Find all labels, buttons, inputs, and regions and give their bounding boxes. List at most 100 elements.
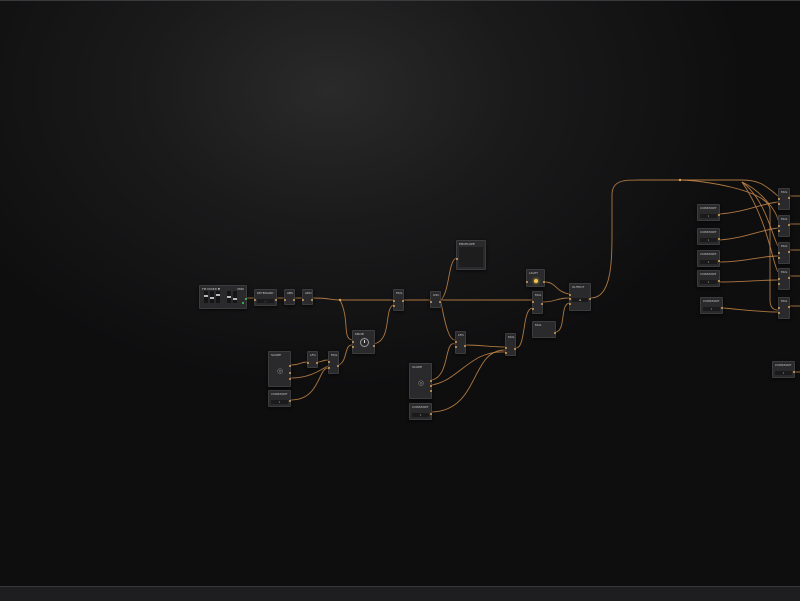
mixer-slider[interactable] [227, 291, 231, 303]
node-mul-m5[interactable]: MUL [778, 297, 790, 319]
input-port[interactable] [569, 303, 571, 305]
output-port[interactable] [464, 345, 466, 347]
input-port[interactable] [778, 278, 780, 280]
input-port[interactable] [302, 299, 304, 301]
output-port[interactable] [289, 372, 291, 374]
output-port[interactable] [718, 280, 720, 282]
output-port[interactable] [541, 303, 543, 305]
output-port[interactable] [788, 306, 790, 308]
input-port[interactable] [569, 294, 571, 296]
input-port[interactable] [455, 341, 457, 343]
mixer-slider[interactable] [210, 291, 214, 303]
node-constant-c2[interactable]: CONSTANT 1 [697, 228, 720, 245]
input-port[interactable] [532, 308, 534, 310]
output-port[interactable] [788, 224, 790, 226]
input-port[interactable] [307, 362, 309, 364]
output-port[interactable] [430, 380, 432, 382]
output-port[interactable] [543, 281, 545, 283]
mixer-slider[interactable] [216, 291, 220, 303]
node-constant-c5[interactable]: CONSTANT 1 [700, 297, 723, 314]
input-port[interactable] [778, 225, 780, 227]
node-mul-f[interactable]: MUL [532, 291, 543, 314]
node-osc[interactable]: OSC [430, 291, 441, 308]
node-scope-b[interactable]: SCOPE ◎ [409, 363, 432, 399]
node-constant-c6[interactable]: CONSTANT 1 [772, 361, 795, 378]
node-mul-m4[interactable]: MUL [778, 268, 790, 290]
midi-port[interactable] [245, 298, 247, 300]
output-port[interactable] [316, 362, 318, 364]
output-port[interactable] [721, 307, 723, 309]
output-port[interactable] [289, 400, 291, 402]
input-port[interactable] [778, 198, 780, 200]
node-scope-a[interactable]: SCOPE ◎ [268, 351, 291, 387]
input-port[interactable] [778, 283, 780, 285]
input-port[interactable] [352, 346, 354, 348]
output-port[interactable] [289, 365, 291, 367]
input-port[interactable] [284, 299, 286, 301]
input-port[interactable] [526, 281, 528, 283]
node-math-b[interactable]: ADD [302, 289, 313, 305]
output-port[interactable] [430, 390, 432, 392]
knob-dial[interactable] [360, 338, 369, 347]
mixer-slider[interactable] [204, 291, 208, 303]
input-port[interactable] [456, 258, 458, 260]
node-mul-c[interactable]: MUL [328, 351, 339, 374]
node-math-a[interactable]: ABS [284, 289, 295, 305]
input-port[interactable] [393, 305, 395, 307]
output-port[interactable] [514, 348, 516, 350]
input-port[interactable] [328, 367, 330, 369]
output-port[interactable] [788, 251, 790, 253]
output-port[interactable] [718, 260, 720, 262]
node-mul-m3[interactable]: MUL [778, 242, 790, 264]
output-port[interactable] [311, 299, 313, 301]
node-knob[interactable]: KNOB [352, 330, 375, 354]
output-port[interactable] [402, 300, 404, 302]
output-port[interactable] [788, 277, 790, 279]
input-port[interactable] [778, 230, 780, 232]
input-port[interactable] [393, 300, 395, 302]
output-port[interactable] [289, 378, 291, 380]
input-port[interactable] [532, 301, 534, 303]
node-mul-d[interactable]: MUL [505, 333, 516, 356]
node-keyboard[interactable]: KEYBOARD ◌ [254, 289, 277, 306]
mixer-slider[interactable] [233, 291, 237, 303]
input-port[interactable] [328, 361, 330, 363]
input-port[interactable] [569, 298, 571, 300]
node-light[interactable]: LIGHT [526, 269, 545, 287]
input-port[interactable] [778, 257, 780, 259]
node-mul-m2[interactable]: MUL [778, 215, 790, 237]
input-port[interactable] [778, 203, 780, 205]
output-port[interactable] [439, 301, 441, 303]
output-port[interactable] [337, 365, 339, 367]
node-constant-a[interactable]: CONSTANT 1 [268, 390, 291, 407]
output-port[interactable] [788, 197, 790, 199]
output-port[interactable] [373, 345, 375, 347]
node-mul-m1[interactable]: MUL [778, 188, 790, 210]
input-port[interactable] [430, 301, 432, 303]
output-port[interactable] [718, 214, 720, 216]
input-port[interactable] [352, 341, 354, 343]
output-port[interactable] [430, 385, 432, 387]
input-port[interactable] [254, 299, 256, 301]
node-output[interactable]: OUTPUT ▪ [569, 283, 591, 311]
input-port[interactable] [455, 346, 457, 348]
node-lfo-b[interactable]: LFO [455, 331, 466, 354]
input-port[interactable] [505, 347, 507, 349]
input-port[interactable] [505, 352, 507, 354]
output-port[interactable] [430, 413, 432, 415]
node-mul-a[interactable]: MUL [393, 289, 404, 311]
node-constant-c3[interactable]: CONSTANT 1 [697, 250, 720, 267]
output-port[interactable] [554, 332, 556, 334]
node-constant-b[interactable]: CONSTANT 1 [409, 403, 432, 420]
node-lfo-a[interactable]: LFO [307, 351, 318, 368]
output-port[interactable] [275, 299, 277, 301]
output-port[interactable] [293, 299, 295, 301]
node-mul-g[interactable]: MUL [532, 321, 556, 338]
node-constant-c1[interactable]: CONSTANT 1 [697, 204, 720, 221]
node-mixer[interactable]: FM MIXER ▼ MIDI [199, 285, 247, 309]
output-port[interactable] [793, 371, 795, 373]
node-constant-c4[interactable]: CONSTANT 1 [697, 270, 720, 287]
input-port[interactable] [778, 252, 780, 254]
midi-port[interactable] [242, 302, 244, 304]
input-port[interactable] [778, 312, 780, 314]
